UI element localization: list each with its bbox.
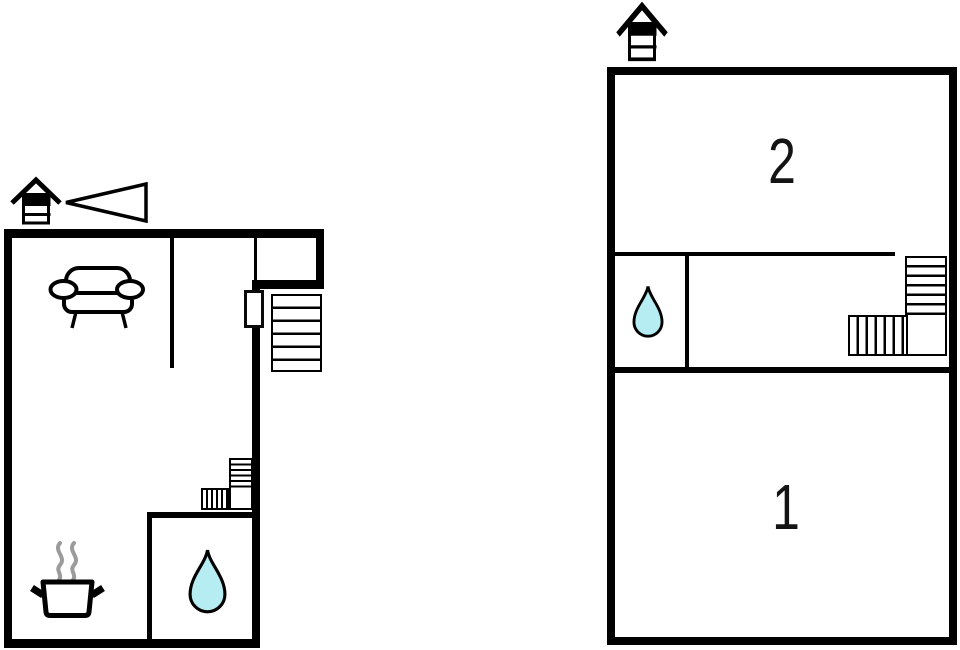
stair-treads	[850, 317, 906, 354]
uf-bottom-wall	[607, 637, 957, 645]
sofa-leg	[120, 311, 128, 329]
sofa-seat	[62, 291, 134, 314]
gf-bottom-wall	[4, 639, 260, 648]
gf-staircase	[271, 294, 322, 372]
stair-treads	[203, 490, 228, 508]
gf-right-wall	[252, 288, 260, 648]
chimney-roof	[616, 1, 668, 37]
gf-bathroom-top-wall	[147, 512, 257, 518]
entrance-door	[244, 290, 264, 328]
pot-handle	[30, 585, 45, 598]
water-drop-shape	[632, 286, 664, 338]
gf-top-wall	[4, 229, 324, 238]
pot-handle	[90, 585, 105, 598]
water-drop-icon	[632, 286, 664, 338]
gf-interior-partition	[170, 238, 174, 368]
water-drop-shape	[188, 549, 227, 614]
uf-bathroom-right-wall	[685, 252, 689, 371]
uf-left-wall	[607, 67, 615, 645]
entrance-arrow-icon	[65, 182, 148, 223]
room-2-label: 2	[768, 125, 796, 197]
gf-alcove-right-wall	[316, 229, 324, 289]
uf-staircase-vertical-run	[905, 256, 947, 356]
stair-treads	[907, 258, 945, 320]
room-1-label: 1	[772, 471, 800, 543]
uf-hall-top-wall	[614, 252, 895, 256]
kitchen-pot-icon	[30, 541, 105, 618]
uf-hall-bottom-wall	[614, 367, 949, 373]
chimney-band	[628, 22, 657, 36]
water-drop-icon	[188, 549, 227, 614]
sofa-armrest	[115, 279, 145, 300]
gf-alcove-bottom-wall	[252, 280, 324, 289]
sofa-leg	[70, 311, 78, 329]
gf-left-wall	[4, 229, 12, 648]
stair-treads	[273, 296, 320, 370]
gf-bathroom-left-wall	[147, 512, 152, 639]
chimney-roof	[10, 176, 62, 205]
chimney-icon	[10, 176, 62, 225]
chimney-icon	[616, 1, 668, 62]
uf-top-wall	[607, 67, 957, 75]
uf-right-wall	[949, 67, 957, 645]
gf-alcove-left-partition	[254, 238, 257, 288]
gf-mid-staircase-vertical-run	[229, 458, 253, 510]
steam-line	[70, 541, 78, 582]
chimney-band	[22, 193, 51, 206]
arrow-triangle	[65, 182, 148, 223]
sofa-armrest	[48, 279, 79, 300]
stair-treads	[231, 460, 251, 489]
sofa-icon	[48, 266, 145, 329]
steam-line	[56, 541, 64, 582]
pot-body	[40, 579, 95, 618]
uf-staircase-horizontal-run	[848, 315, 908, 356]
gf-mid-staircase-horizontal-run	[201, 488, 230, 510]
